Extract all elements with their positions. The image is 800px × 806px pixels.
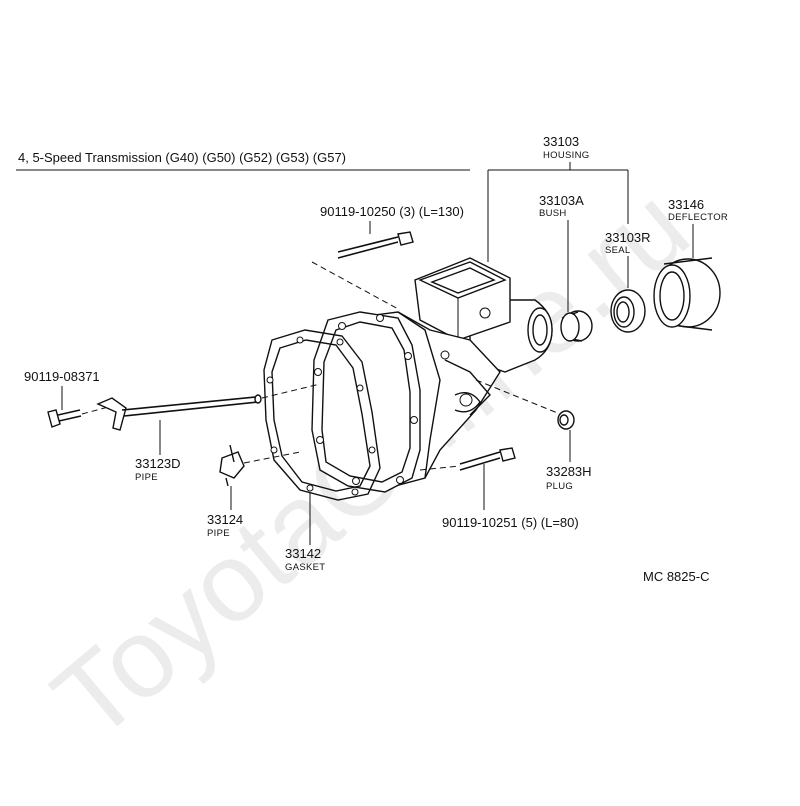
- plug-part-name: PLUG: [546, 481, 573, 492]
- bush-part-number: 33103A: [539, 193, 584, 208]
- short-pipe-part-name: PIPE: [207, 528, 230, 539]
- upper-bolt-part-number: 90119-10250 (3) (L=130): [320, 204, 464, 219]
- small-bolt: [47, 409, 82, 428]
- lower-bolt: [459, 447, 516, 471]
- upper-bolt: [337, 221, 414, 259]
- deflector-part-number: 33146: [668, 197, 704, 212]
- seal-drawing: [610, 289, 646, 333]
- lower-bolt-part-number: 90119-10251 (5) (L=80): [442, 515, 579, 530]
- deflector-part-name: DEFLECTOR: [668, 212, 728, 223]
- seal-part-number: 33103R: [605, 230, 651, 245]
- diagram-title: 4, 5-Speed Transmission (G40) (G50) (G52…: [18, 150, 346, 165]
- long-pipe-part-name: PIPE: [135, 472, 158, 483]
- housing-part-name: HOUSING: [543, 150, 589, 161]
- lower-bolt-dashed-path: [419, 465, 461, 471]
- plug-dashed-path: [475, 379, 561, 415]
- plug-part-number: 33283H: [546, 464, 592, 479]
- reference-code: MC 8825-C: [643, 569, 709, 584]
- long-pipe: [96, 394, 262, 431]
- short-pipe: [219, 444, 245, 487]
- gasket-drawing: [263, 329, 381, 501]
- gasket-part-number: 33142: [285, 546, 321, 561]
- gasket-part-name: GASKET: [285, 562, 325, 573]
- housing-leader: [487, 162, 629, 262]
- plug-drawing: [557, 410, 575, 430]
- long-pipe-part-number: 33123D: [135, 456, 181, 471]
- small-bolt-part-number: 90119-08371: [24, 369, 100, 384]
- housing-drawing: [311, 257, 553, 493]
- deflector-drawing: [653, 257, 721, 331]
- bush-drawing: [560, 310, 593, 342]
- short-pipe-part-number: 33124: [207, 512, 243, 527]
- upper-bolt-dashed-path: [311, 261, 401, 311]
- housing-part-number: 33103: [543, 134, 579, 149]
- seal-part-name: SEAL: [605, 245, 631, 256]
- long-pipe-dashed-path: [261, 383, 321, 399]
- bush-part-name: BUSH: [539, 208, 567, 219]
